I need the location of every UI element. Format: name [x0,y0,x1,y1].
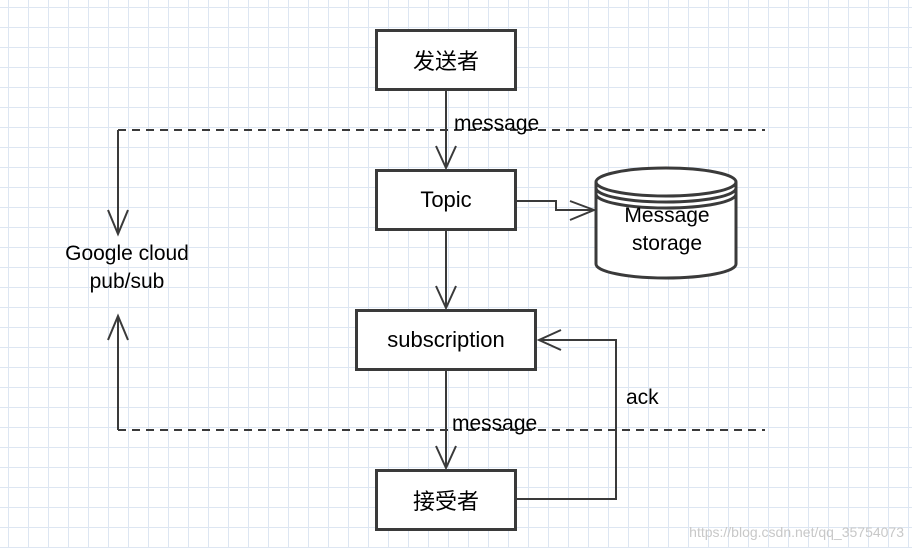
boundary-label-line1: Google cloud [65,242,189,265]
message-storage-cylinder [594,166,738,280]
ack-arrow [517,329,617,500]
subscription-to-receiver-arrow [435,371,457,471]
subscription-node: subscription [355,309,537,371]
boundary-label: Google cloud pub/sub [52,240,202,296]
topic-node: Topic [375,169,517,231]
boundary-down-arrow [107,130,129,237]
edge-label-message-bottom: message [452,412,538,435]
sender-to-topic-arrow [435,91,457,171]
sender-node: 发送者 [375,29,517,91]
boundary-up-arrow [107,313,129,430]
message-storage-label: Message storage [598,202,736,258]
edge-label-message-top: message [454,112,540,135]
message-storage-label-line2: storage [631,232,703,255]
edge-label-ack: ack [626,386,659,409]
topic-to-subscription-arrow [435,231,457,311]
boundary-label-line2: pub/sub [89,270,165,293]
topic-to-storage-arrow [517,200,597,221]
message-storage-label-line1: Message [624,204,710,227]
watermark: https://blog.csdn.net/qq_35754073 [689,524,904,540]
receiver-node: 接受者 [375,469,517,531]
